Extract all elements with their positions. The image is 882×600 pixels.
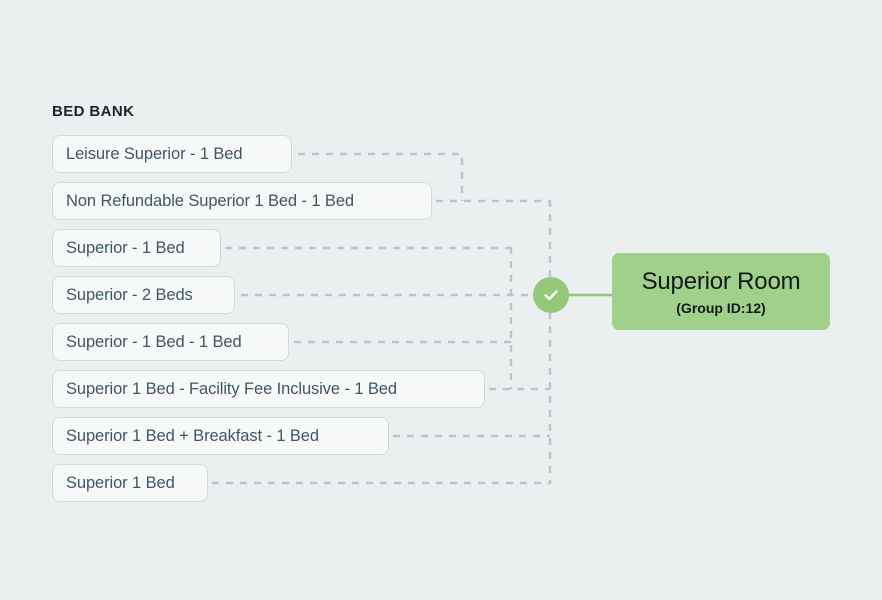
list-item[interactable]: Superior 1 Bed: [52, 464, 208, 502]
list-item-label: Leisure Superior - 1 Bed: [66, 144, 243, 163]
list-item-label: Non Refundable Superior 1 Bed - 1 Bed: [66, 191, 354, 210]
list-item[interactable]: Superior - 2 Beds: [52, 276, 235, 314]
list-item-label: Superior 1 Bed + Breakfast - 1 Bed: [66, 426, 319, 445]
list-item[interactable]: Leisure Superior - 1 Bed: [52, 135, 292, 173]
list-item-label: Superior 1 Bed - Facility Fee Inclusive …: [66, 379, 397, 398]
list-item-label: Superior - 1 Bed: [66, 238, 185, 257]
page-title: BED BANK: [52, 103, 135, 120]
list-item-label: Superior 1 Bed: [66, 473, 175, 492]
target-room-title: Superior Room: [641, 268, 801, 296]
list-item-label: Superior - 1 Bed - 1 Bed: [66, 332, 242, 351]
target-room-group-id: (Group ID:12): [676, 299, 766, 316]
list-item-label: Superior - 2 Beds: [66, 285, 193, 304]
list-item[interactable]: Non Refundable Superior 1 Bed - 1 Bed: [52, 182, 432, 220]
list-item[interactable]: Superior 1 Bed - Facility Fee Inclusive …: [52, 370, 485, 408]
list-item[interactable]: Superior - 1 Bed - 1 Bed: [52, 323, 289, 361]
list-item[interactable]: Superior - 1 Bed: [52, 229, 221, 267]
target-room-card[interactable]: Superior Room (Group ID:12): [612, 253, 830, 330]
check-circle-icon[interactable]: [533, 277, 569, 313]
list-item[interactable]: Superior 1 Bed + Breakfast - 1 Bed: [52, 417, 389, 455]
